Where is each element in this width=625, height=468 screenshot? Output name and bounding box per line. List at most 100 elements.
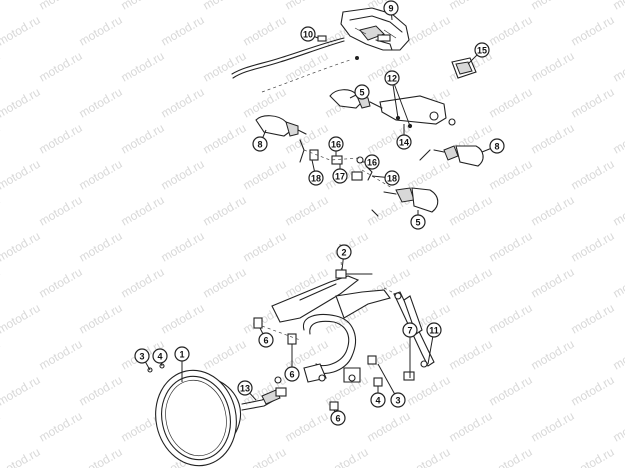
callout-circle — [370, 392, 386, 408]
indicator-bracket — [379, 95, 456, 129]
watermark-text: motod.ru — [0, 445, 43, 468]
watermark-text: motod.ru — [405, 157, 453, 193]
watermark-text: motod.ru — [37, 49, 85, 85]
watermark-text: motod.ru — [0, 157, 43, 193]
callout-6: 6 — [330, 410, 346, 426]
watermark-text: motod.ru — [529, 193, 577, 229]
tail-light-unit — [340, 7, 410, 51]
callout-16: 16 — [328, 136, 344, 152]
watermark-text: motod.ru — [569, 301, 617, 337]
watermark-text: motod.ru — [569, 229, 617, 265]
watermark-text: motod.ru — [0, 121, 3, 157]
callout-10: 10 — [300, 26, 316, 42]
wiring-harness — [231, 37, 345, 75]
callout-circle — [284, 366, 300, 382]
watermark-text: motod.ru — [611, 193, 625, 229]
indicator-rear-right — [433, 145, 484, 167]
watermark-text: motod.ru — [447, 409, 495, 445]
callout-number: 9 — [388, 4, 393, 14]
callout-number: 15 — [477, 46, 487, 56]
watermark-text: motod.ru — [569, 13, 617, 49]
watermark-text: motod.ru — [529, 337, 577, 373]
watermark-text: motod.ru — [0, 409, 3, 445]
callout-circle — [426, 322, 442, 338]
callout-circle — [308, 170, 324, 186]
watermark-text: motod.ru — [119, 49, 167, 85]
watermark-text: motod.ru — [0, 265, 3, 301]
callout-2: 2 — [336, 244, 352, 260]
callout-14: 14 — [396, 134, 412, 150]
watermark-text: motod.ru — [159, 157, 207, 193]
watermark-text: motod.ru — [201, 0, 249, 13]
callout-16: 16 — [364, 154, 380, 170]
watermark-text: motod.ru — [241, 229, 289, 265]
callout-6: 6 — [258, 332, 274, 348]
callout-number: 5 — [415, 218, 420, 228]
callout-6: 6 — [284, 366, 300, 382]
callout-11: 11 — [426, 322, 442, 338]
watermark-text: motod.ru — [77, 229, 125, 265]
watermark-text: motod.ru — [0, 49, 3, 85]
callout-number: 17 — [335, 172, 345, 182]
indicator-front — [371, 187, 439, 217]
callout-3: 3 — [390, 392, 406, 408]
callout-circle — [354, 84, 370, 100]
watermark-text: motod.ru — [487, 13, 535, 49]
callout-number: 3 — [139, 352, 144, 362]
callout-circle — [410, 214, 426, 230]
watermark-text: motod.ru — [77, 85, 125, 121]
callout-circle — [174, 346, 190, 362]
callout-circle — [252, 136, 268, 152]
watermark-text: motod.ru — [119, 121, 167, 157]
bolt-2 — [335, 269, 373, 279]
callout-7: 7 — [402, 322, 418, 338]
watermark-text: motod.ru — [77, 373, 125, 409]
watermark-text: motod.ru — [159, 229, 207, 265]
callout-number: 16 — [367, 158, 377, 168]
callout-number: 14 — [399, 138, 409, 148]
callout-circle — [336, 244, 352, 260]
watermark-text: motod.ru — [0, 0, 3, 13]
watermark-text: motod.ru — [529, 409, 577, 445]
watermark-text: motod.ru — [487, 85, 535, 121]
callout-circle — [390, 392, 406, 408]
callout-circle — [384, 170, 400, 186]
watermark-text: motod.ru — [159, 85, 207, 121]
watermark-text: motod.ru — [0, 13, 43, 49]
watermark-text: motod.ru — [447, 193, 495, 229]
callout-number: 1 — [179, 350, 184, 360]
callout-circle — [237, 380, 253, 396]
watermark-text: motod.ru — [201, 337, 249, 373]
callout-circle — [474, 42, 490, 58]
watermark-text: motod.ru — [37, 337, 85, 373]
watermark-text: motod.ru — [159, 13, 207, 49]
watermark-text: motod.ru — [0, 229, 43, 265]
watermark-text: motod.ru — [0, 337, 3, 373]
indicator-rear-left — [255, 115, 307, 137]
watermark-text: motod.ru — [569, 373, 617, 409]
callout-circle — [364, 154, 380, 170]
callout-8: 8 — [489, 138, 505, 154]
watermark-text: motod.ru — [77, 445, 125, 468]
callout-circle — [332, 168, 348, 184]
watermark-text: motod.ru — [241, 157, 289, 193]
watermark-text: motod.ru — [323, 445, 371, 468]
callout-number: 7 — [407, 326, 412, 336]
watermark-text: motod.ru — [529, 121, 577, 157]
callout-number: 3 — [395, 396, 400, 406]
callout-number: 4 — [375, 396, 380, 406]
watermark-text: motod.ru — [201, 121, 249, 157]
watermark-text: motod.ru — [77, 157, 125, 193]
watermark-text: motod.ru — [0, 85, 43, 121]
watermark-text: motod.ru — [159, 301, 207, 337]
callout-circle — [384, 70, 400, 86]
watermark-text: motod.ru — [201, 193, 249, 229]
watermark-text: motod.ru — [487, 229, 535, 265]
watermark-text: motod.ru — [611, 0, 625, 13]
watermark-text: motod.ru — [569, 85, 617, 121]
watermark-text: motod.ru — [119, 193, 167, 229]
callout-9: 9 — [383, 0, 399, 16]
callout-circle — [134, 348, 150, 364]
headlight-bracket — [271, 275, 391, 383]
